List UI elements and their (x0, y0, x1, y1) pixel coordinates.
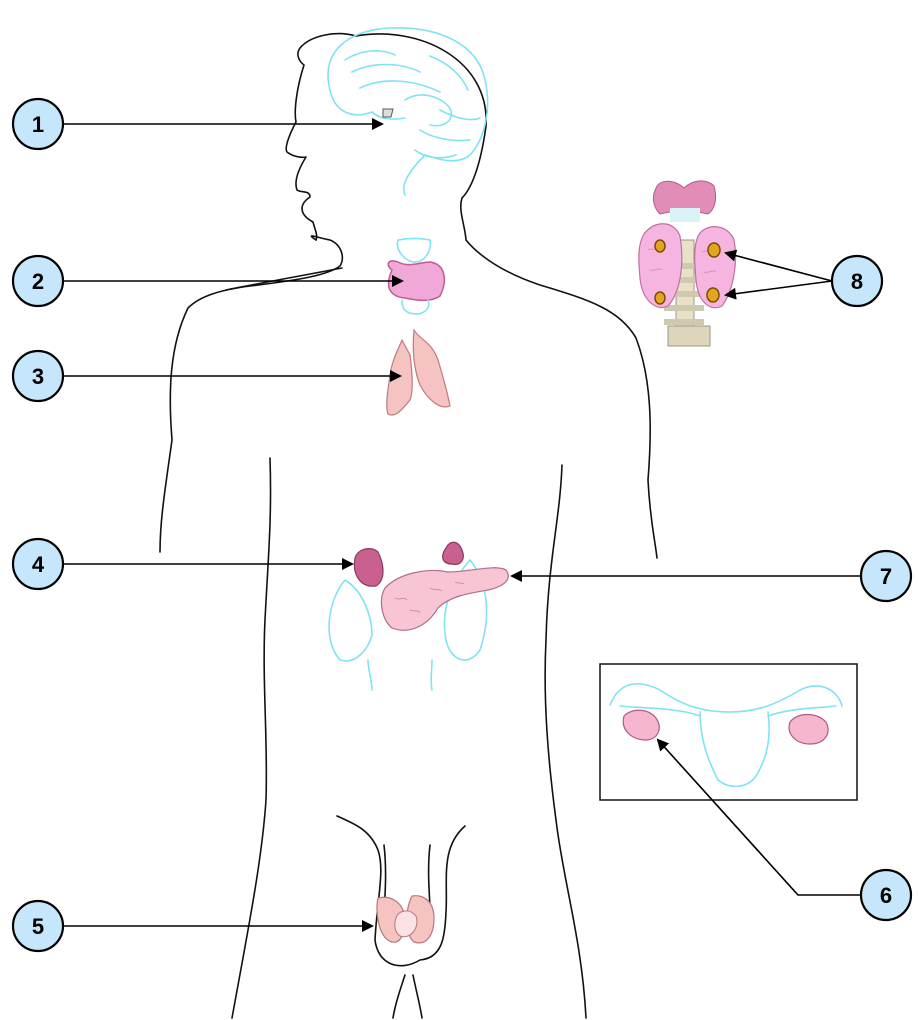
testes (377, 896, 434, 943)
thymus-gland (387, 330, 450, 415)
marker-3: 3 (13, 351, 63, 401)
marker-5: 5 (13, 901, 63, 951)
thyroid-gland (388, 239, 444, 315)
pointer-8b (726, 281, 832, 295)
svg-text:3: 3 (32, 364, 44, 389)
body-outline (160, 34, 657, 1018)
pointer-8a (726, 253, 832, 281)
pointer-lines (64, 124, 862, 926)
svg-text:1: 1 (32, 112, 44, 137)
svg-text:6: 6 (880, 883, 892, 908)
svg-text:7: 7 (880, 564, 892, 589)
marker-2: 2 (13, 256, 63, 306)
marker-4: 4 (13, 539, 63, 589)
svg-text:2: 2 (32, 269, 44, 294)
number-markers: 1 2 3 4 5 6 7 8 (13, 99, 911, 951)
abdominal-glands (329, 542, 508, 690)
thyroid-parathyroid-icon (639, 181, 736, 346)
uterus-ovaries-icon (600, 664, 857, 800)
svg-text:5: 5 (32, 914, 44, 939)
marker-6: 6 (861, 870, 911, 920)
marker-7: 7 (861, 551, 911, 601)
svg-text:4: 4 (32, 552, 45, 577)
brain-icon (328, 28, 488, 195)
marker-8: 8 (832, 256, 882, 306)
svg-text:8: 8 (851, 269, 863, 294)
marker-1: 1 (13, 99, 63, 149)
